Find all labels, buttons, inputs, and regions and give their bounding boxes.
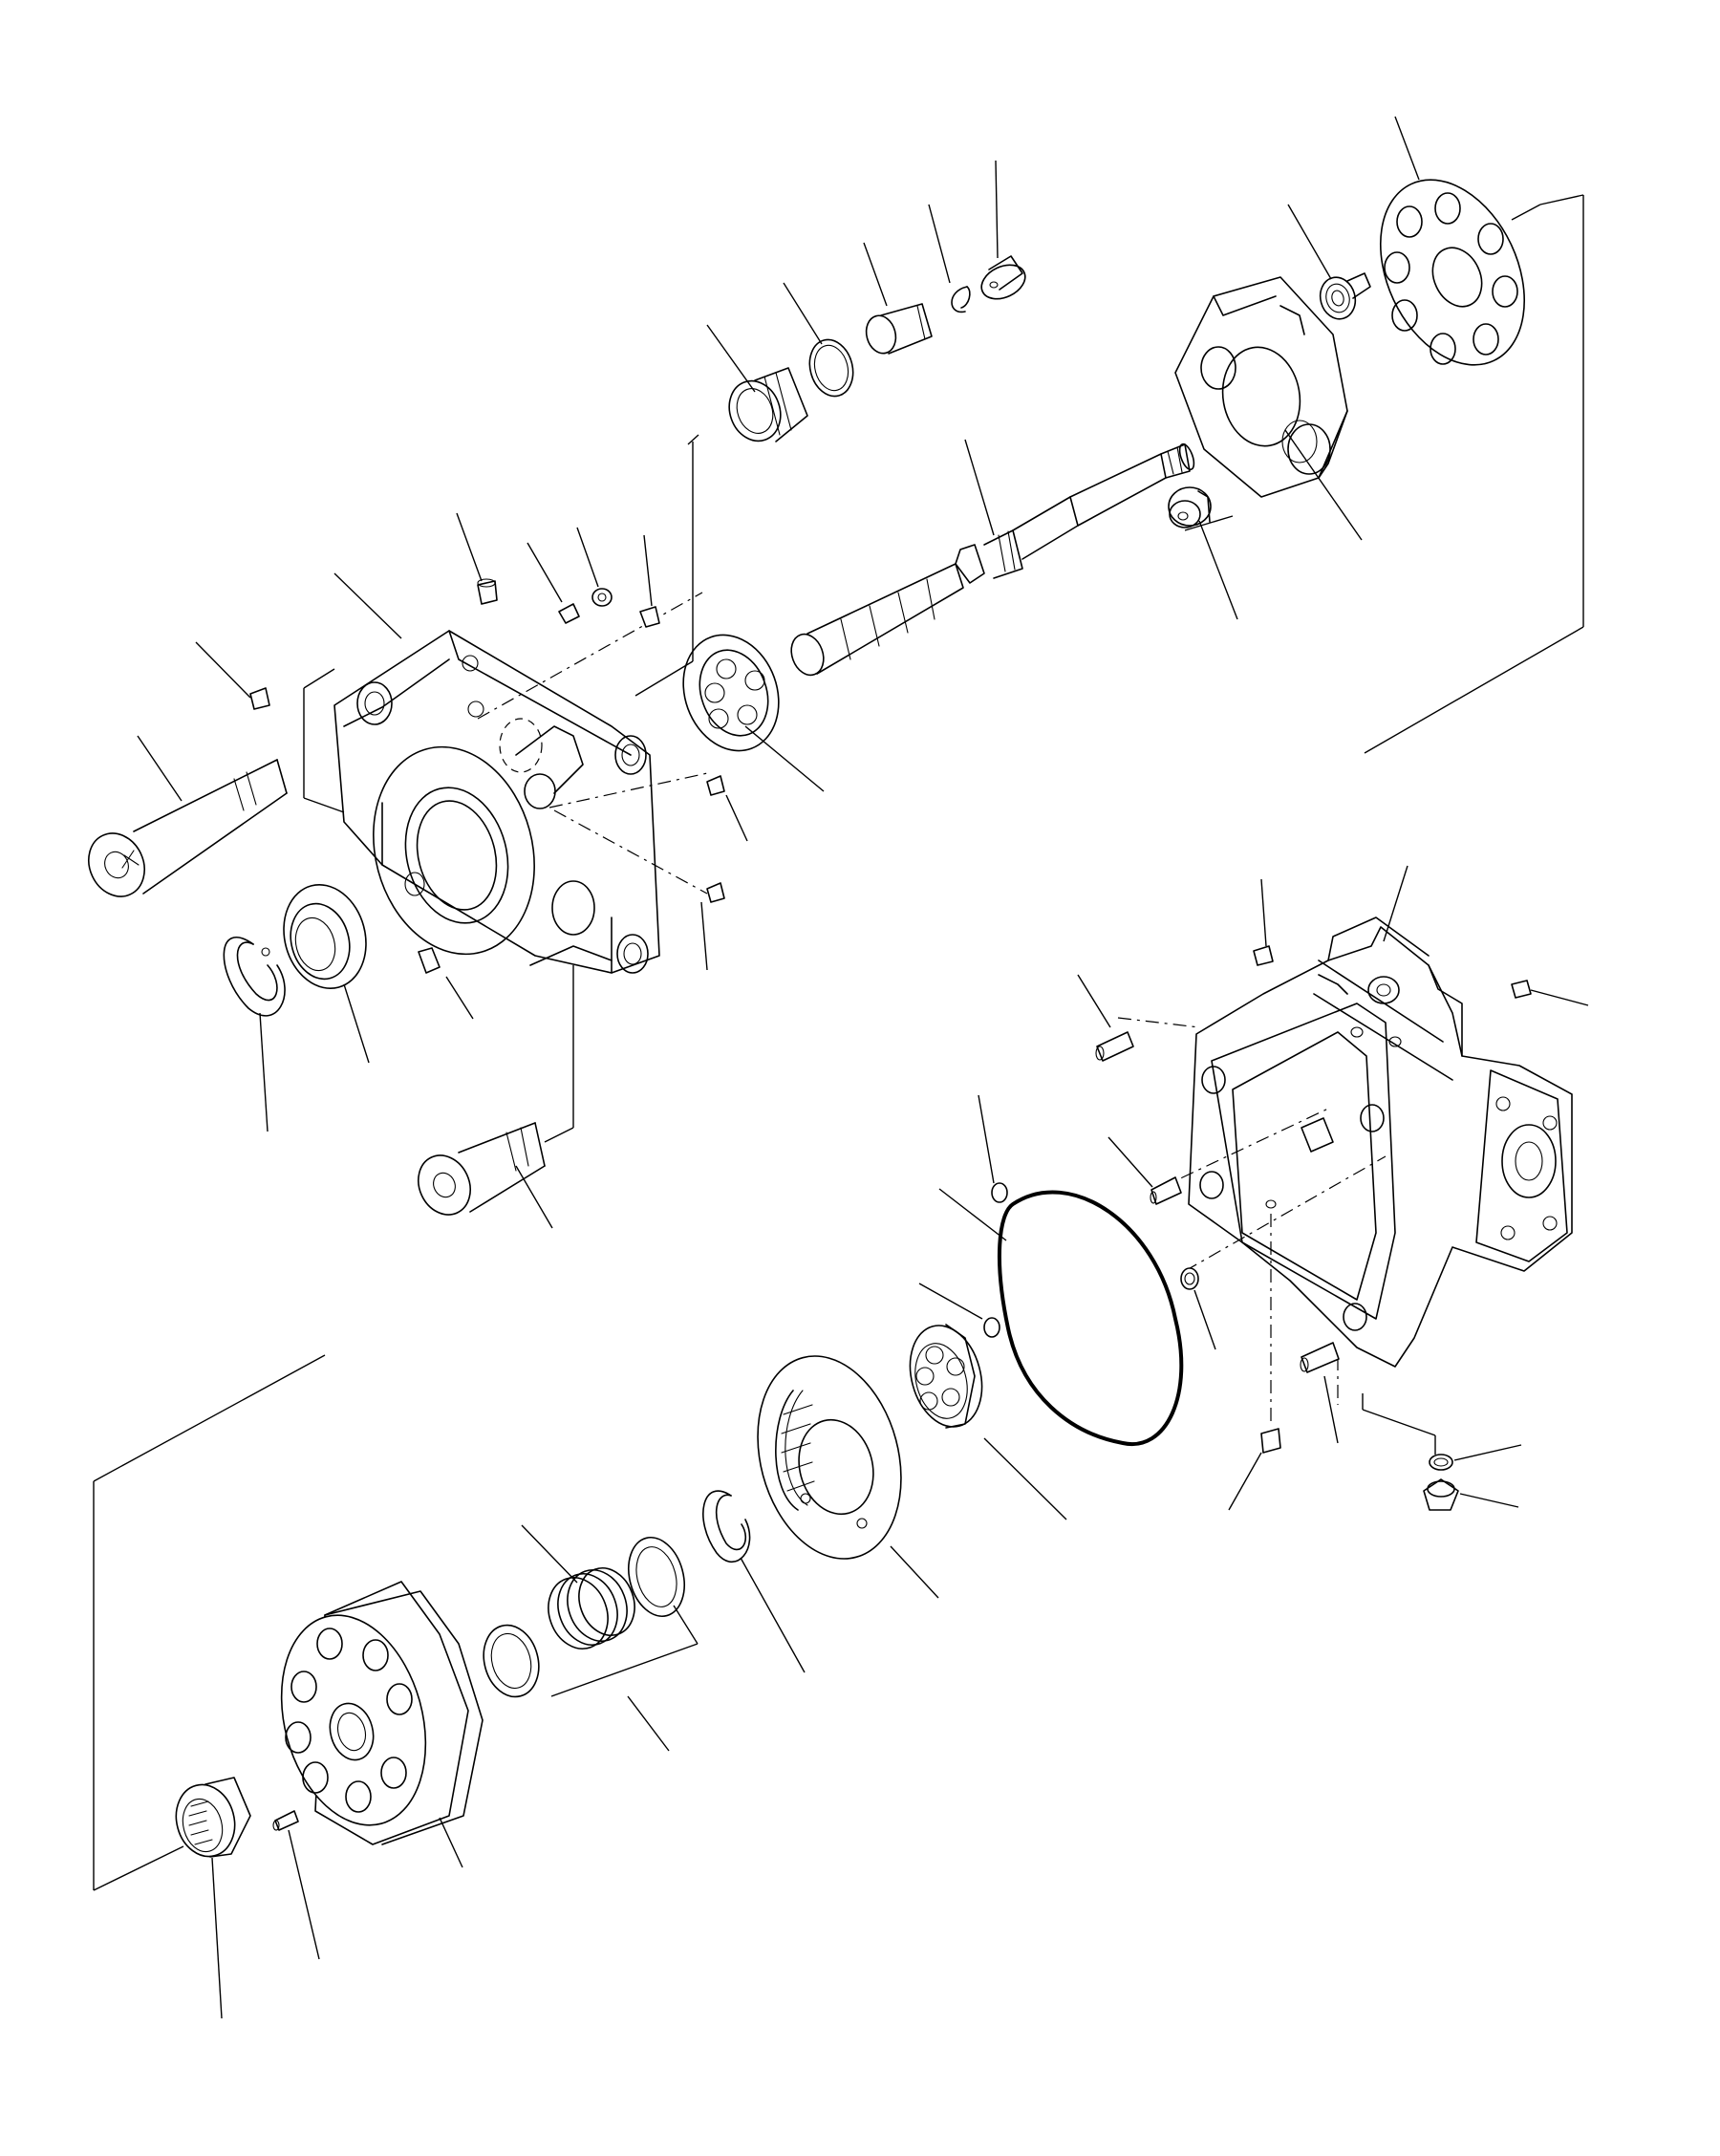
servo-piston xyxy=(865,303,933,355)
mounting-bolt-short xyxy=(418,965,574,1216)
drive-shaft xyxy=(790,442,1195,677)
spring-and-washers xyxy=(483,1536,685,1698)
case-gasket-o-ring xyxy=(997,1190,1184,1447)
cylinder-block xyxy=(280,1581,484,1845)
small-o-rings xyxy=(983,1182,1008,1338)
piston-sleeve xyxy=(728,367,808,442)
retaining-ring-small xyxy=(951,286,971,313)
leader-lines-lower xyxy=(93,865,1589,2019)
cylinder-pin xyxy=(272,1810,299,1831)
ball-bearing-lower xyxy=(909,1324,983,1429)
snap-ring-lower xyxy=(702,1490,751,1563)
dowel-pins-lower xyxy=(1095,945,1532,1511)
check-valve-plug xyxy=(1319,272,1371,320)
needle-bearing xyxy=(175,1777,251,1858)
assembly-centerlines-upper xyxy=(303,592,713,895)
plug-fittings-upper xyxy=(249,578,725,974)
o-ring-upper xyxy=(808,338,854,398)
shoe-holder-plate xyxy=(1379,179,1526,366)
mounting-bolt-long xyxy=(88,759,288,897)
swash-plate xyxy=(1174,276,1348,498)
ball-bearing-upper xyxy=(682,634,780,752)
front-cover-housing xyxy=(333,630,660,974)
valve-plate xyxy=(757,1355,902,1560)
shoe-retainer-guide xyxy=(1168,486,1212,528)
pump-case-housing xyxy=(1188,916,1573,1368)
oil-seal xyxy=(283,883,367,990)
leader-lines-upper xyxy=(137,116,1584,1229)
orifice-plug xyxy=(980,255,1026,300)
snap-ring-upper xyxy=(223,937,286,1017)
assembly-centerlines-lower xyxy=(1117,1017,1387,1424)
